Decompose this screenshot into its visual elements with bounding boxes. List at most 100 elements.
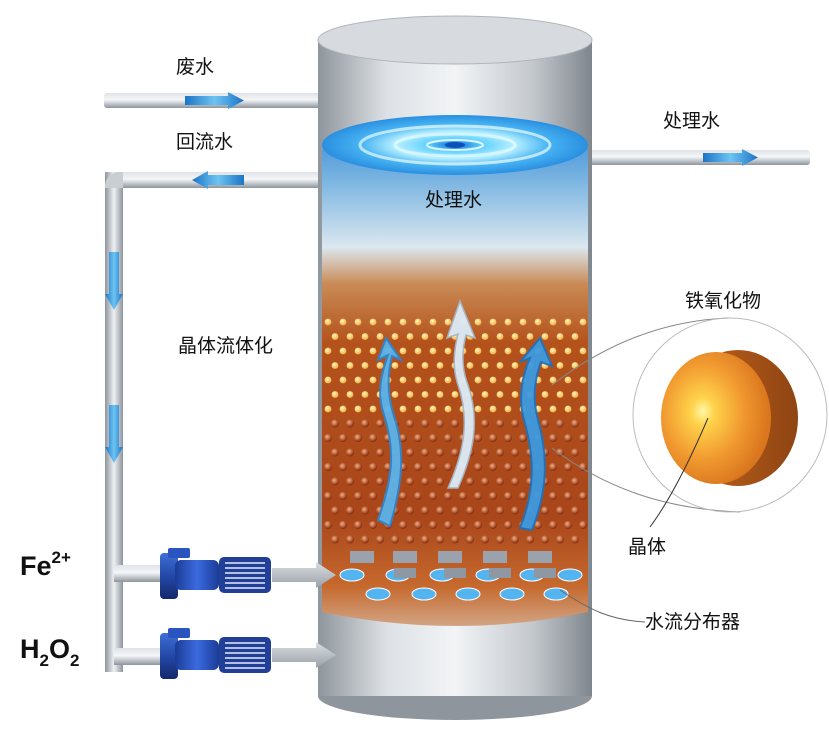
crystal-particle xyxy=(406,420,414,428)
label-crystal: 晶体 xyxy=(628,538,666,557)
distributor-block xyxy=(350,551,374,563)
crystal-particle xyxy=(400,377,407,384)
crystal-particle xyxy=(340,377,347,384)
crystal-particle xyxy=(444,463,452,471)
fe-charge: 2+ xyxy=(52,548,71,567)
crystal-particle xyxy=(482,391,489,398)
label-treated-water-in: 处理水 xyxy=(425,191,482,210)
crystal-particle xyxy=(361,478,369,486)
crystal-particle xyxy=(430,377,437,384)
distributor-nozzle xyxy=(456,588,480,600)
crystal-particle xyxy=(414,521,422,529)
crystal-particle xyxy=(370,377,377,384)
crystal-particle xyxy=(369,521,377,529)
label-water-distributor: 水流分布器 xyxy=(645,613,740,632)
crystal-particle xyxy=(475,319,482,326)
crystal-particle xyxy=(579,434,587,442)
crystal-particle xyxy=(564,463,572,471)
crystal-sphere-icon xyxy=(661,350,798,486)
crystal-particle xyxy=(452,391,459,398)
crystal-particle xyxy=(361,449,369,457)
crystal-particle xyxy=(436,536,444,544)
crystal-particle xyxy=(571,536,579,544)
crystal-particle xyxy=(474,521,482,529)
pump-icon[interactable] xyxy=(160,628,271,679)
crystal-particle xyxy=(481,536,489,544)
crystal-particle xyxy=(459,521,467,529)
crystal-particle xyxy=(392,333,399,340)
crystal-particle xyxy=(437,333,444,340)
crystal-particle xyxy=(519,463,527,471)
crystal-particle xyxy=(512,362,519,369)
crystal-particle xyxy=(504,434,512,442)
crystal-particle xyxy=(511,507,519,515)
crystal-particle xyxy=(369,492,377,500)
distributor-nozzle xyxy=(558,569,582,581)
crystal-particle xyxy=(482,362,489,369)
pump-icon[interactable] xyxy=(160,548,271,599)
crystal-particle xyxy=(505,319,512,326)
crystal-particle xyxy=(376,536,384,544)
crystal-particle xyxy=(415,319,422,326)
crystal-particle xyxy=(451,507,459,515)
crystal-particle xyxy=(557,333,564,340)
crystal-particle xyxy=(324,463,332,471)
crystal-particle xyxy=(370,406,377,413)
crystal-particle xyxy=(542,391,549,398)
crystal-particle xyxy=(391,536,399,544)
crystal-particle xyxy=(490,377,497,384)
crystal-particle xyxy=(511,536,519,544)
crystal-particle xyxy=(406,536,414,544)
crystal-particle xyxy=(377,362,384,369)
distributor-block xyxy=(394,568,416,578)
crystal-particle xyxy=(370,319,377,326)
h2o2-sub1: 2 xyxy=(40,651,49,670)
crystal-particle xyxy=(549,492,557,500)
crystal-particle xyxy=(556,507,564,515)
crystal-particle xyxy=(406,449,414,457)
crystal-particle xyxy=(332,391,339,398)
crystal-particle xyxy=(572,391,579,398)
crystal-particle xyxy=(354,463,362,471)
crystal-particle xyxy=(346,449,354,457)
crystal-particle xyxy=(369,463,377,471)
crystal-particle xyxy=(557,391,564,398)
crystal-particle xyxy=(354,521,362,529)
crystal-particle xyxy=(526,536,534,544)
crystal-particle xyxy=(496,507,504,515)
crystal-particle xyxy=(580,319,587,326)
crystal-particle xyxy=(361,420,369,428)
crystal-particle xyxy=(481,449,489,457)
crystal-particle xyxy=(331,420,339,428)
crystal-particle xyxy=(436,449,444,457)
crystal-particle xyxy=(475,377,482,384)
distributor-nozzle xyxy=(500,588,524,600)
crystal-particle xyxy=(541,507,549,515)
crystal-particle xyxy=(361,536,369,544)
crystal-particle xyxy=(505,348,512,355)
crystal-particle xyxy=(346,536,354,544)
crystal-particle xyxy=(512,391,519,398)
crystal-particle xyxy=(550,319,557,326)
crystal-particle xyxy=(541,420,549,428)
crystal-particle xyxy=(406,478,414,486)
crystal-particle xyxy=(325,319,332,326)
crystal-particle xyxy=(474,434,482,442)
crystal-particle xyxy=(571,478,579,486)
label-treated-water-out: 处理水 xyxy=(663,112,720,131)
crystal-particle xyxy=(565,406,572,413)
crystal-particle xyxy=(414,463,422,471)
crystal-particle xyxy=(564,434,572,442)
crystal-particle xyxy=(467,362,474,369)
crystal-particle xyxy=(325,377,332,384)
crystal-particle xyxy=(362,333,369,340)
crystal-particle xyxy=(445,348,452,355)
crystal-particle xyxy=(572,333,579,340)
crystal-particle xyxy=(445,377,452,384)
crystal-particle xyxy=(406,507,414,515)
crystal-particle xyxy=(474,492,482,500)
crystal-particle xyxy=(362,391,369,398)
crystal-particle xyxy=(490,348,497,355)
crystal-particle xyxy=(496,420,504,428)
crystal-particle xyxy=(490,319,497,326)
